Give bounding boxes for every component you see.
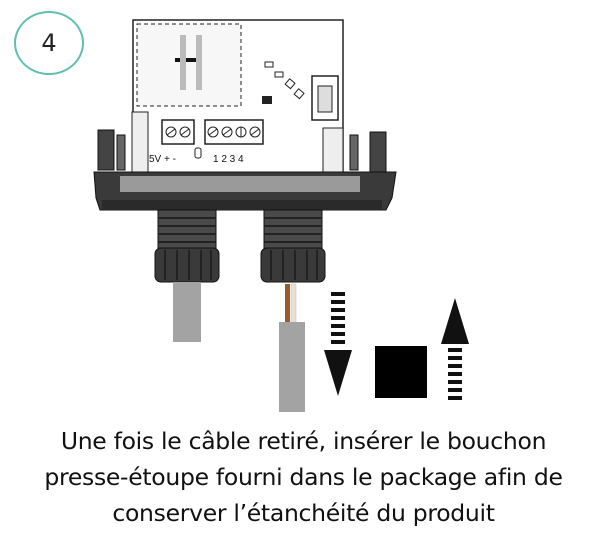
input-terminal-label: 1 2 3 4 bbox=[213, 154, 244, 165]
left-cable-gland bbox=[154, 209, 220, 283]
arrow-down-icon bbox=[324, 292, 352, 396]
instruction-caption: Une fois le câble retiré, insérer le bou… bbox=[20, 423, 587, 531]
input-terminal-block bbox=[204, 119, 264, 145]
left-cable bbox=[173, 282, 201, 342]
arrow-up-icon bbox=[441, 298, 469, 400]
step-number: 4 bbox=[41, 29, 57, 57]
step-number-badge: 4 bbox=[14, 11, 84, 75]
power-terminal-label: 5V + - bbox=[149, 154, 176, 165]
caption-line-1: Une fois le câble retiré, insérer le bou… bbox=[60, 427, 547, 455]
mounting-posts bbox=[97, 129, 387, 173]
right-cable-gland bbox=[260, 209, 326, 283]
removed-cable bbox=[279, 283, 305, 412]
gland-plug bbox=[375, 346, 427, 398]
power-terminal-block bbox=[161, 119, 195, 145]
circuit-board bbox=[131, 19, 344, 181]
housing-base bbox=[93, 171, 397, 211]
caption-line-2: presse-étoupe fourni dans le package afi… bbox=[44, 463, 563, 491]
device-illustration: 5V + - 1 2 3 4 bbox=[93, 19, 469, 412]
caption-line-3: conserver l’étanchéité du produit bbox=[112, 499, 495, 527]
